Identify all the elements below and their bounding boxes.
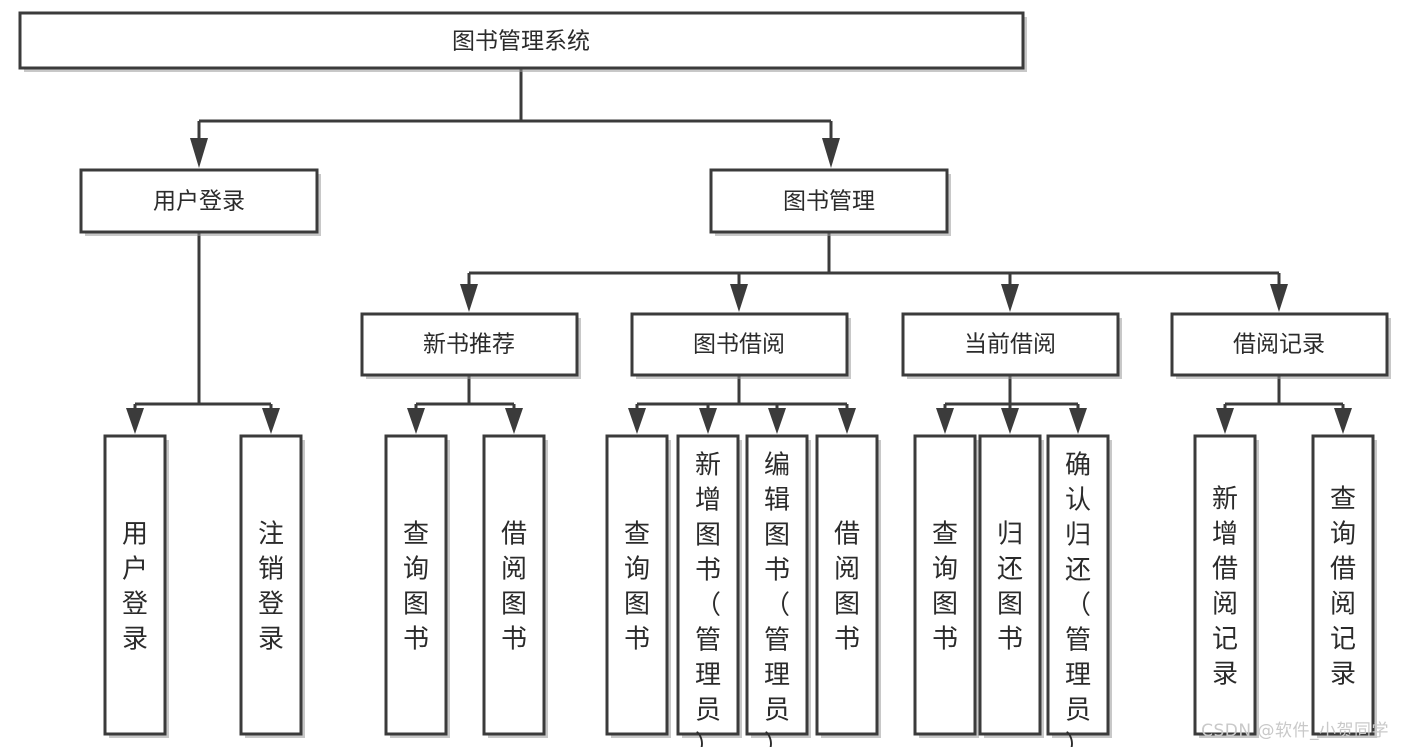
leaf-edit-book[interactable]: 编辑图书（管理员） [745,434,811,747]
leaf-borrow-book-rec-rect [482,434,546,736]
leaf-add-record-label: 新增借阅记录 [1212,484,1238,689]
connector-group-current-borrow [936,375,1087,434]
leaf-add-record[interactable]: 新增借阅记录 [1193,434,1259,738]
node-book-borrow-label: 图书借阅 [693,332,785,358]
leaf-user-login-rect [103,434,167,736]
leaf-query-record[interactable]: 查询借阅记录 [1311,434,1377,738]
node-user-login[interactable]: 用户登录 [79,168,321,236]
node-book-borrow[interactable]: 图书借阅 [630,312,851,379]
connector-group-book-manage [460,232,1288,312]
leaf-borrow-book-bor-label: 借阅图书 [834,519,860,654]
leaf-edit-book-rect [745,434,809,736]
arrow-head-leaf-edit-book [768,408,786,434]
leaf-confirm-return[interactable]: 确认归还（管理员） [1046,434,1112,747]
leaf-query-book-bor-rect [605,434,669,736]
leaf-return-book-rect [978,434,1042,736]
node-user-login-rect [79,168,319,234]
connector-group-user-login [126,232,280,434]
leaf-logout-label: 注销登录 [258,519,284,654]
leaf-user-login[interactable]: 用户登录 [103,434,169,738]
node-current-borrow-rect [901,312,1120,377]
arrow-head-new-book-rec [460,284,478,312]
arrow-head-leaf-logout [262,408,280,434]
arrow-head-leaf-confirm-return [1069,408,1087,434]
leaf-logout[interactable]: 注销登录 [239,434,305,738]
leaf-return-book[interactable]: 归还图书 [978,434,1044,738]
connector-group-root [190,68,840,168]
leaf-query-book-cur-label: 查询图书 [932,519,958,654]
leaf-add-record-rect [1193,434,1257,736]
leaf-user-login-label: 用户登录 [122,519,148,654]
node-user-login-label: 用户登录 [153,189,245,215]
node-root-rect [18,11,1025,70]
leaf-query-record-label: 查询借阅记录 [1330,484,1356,689]
leaf-query-book-rec[interactable]: 查询图书 [384,434,450,738]
connector-group-borrow-record [1216,375,1352,434]
arrow-head-leaf-query-book-cur [936,408,954,434]
leaf-add-book-label: 新增图书（管理员） [695,450,721,747]
node-new-book-rec-label: 新书推荐 [423,332,515,358]
node-root-label: 图书管理系统 [452,29,590,55]
arrow-head-leaf-query-book-rec [407,408,425,434]
leaf-query-book-cur-rect [913,434,977,736]
leaf-confirm-return-label: 确认归还（管理员） [1065,450,1091,747]
leaf-confirm-return-rect [1046,434,1110,736]
connector-group-book-borrow [628,375,856,434]
arrow-head-leaf-add-record [1216,408,1234,434]
leaf-query-book-bor-label: 查询图书 [624,519,650,654]
arrow-head-leaf-user-login [126,408,144,434]
leaf-borrow-book-rec[interactable]: 借阅图书 [482,434,548,738]
leaf-edit-book-label: 编辑图书（管理员） [764,450,790,747]
leaf-borrow-book-rec-label: 借阅图书 [501,519,527,654]
leaf-query-book-rec-rect [384,434,448,736]
node-current-borrow[interactable]: 当前借阅 [901,312,1122,379]
node-book-manage-label: 图书管理 [783,189,875,215]
arrow-head-user-login [190,138,208,168]
leaf-logout-rect [239,434,303,736]
node-book-manage[interactable]: 图书管理 [709,168,951,236]
node-borrow-record-label: 借阅记录 [1233,332,1325,358]
arrow-head-leaf-query-book-bor [628,408,646,434]
node-borrow-record[interactable]: 借阅记录 [1170,312,1391,379]
leaf-borrow-book-bor[interactable]: 借阅图书 [815,434,881,738]
arrow-head-leaf-query-record [1334,408,1352,434]
arrow-head-leaf-borrow-book-bor [838,408,856,434]
connector-group-new-book-rec [407,375,523,434]
node-book-borrow-rect [630,312,849,377]
leaf-query-record-rect [1311,434,1375,736]
leaf-borrow-book-bor-rect [815,434,879,736]
arrow-head-current-borrow [1001,284,1019,312]
node-current-borrow-label: 当前借阅 [964,332,1056,358]
leaf-query-book-rec-label: 查询图书 [403,519,429,654]
arrow-head-leaf-return-book [1001,408,1019,434]
leaf-query-book-bor[interactable]: 查询图书 [605,434,671,738]
node-borrow-record-rect [1170,312,1389,377]
arrow-head-book-manage [822,138,840,168]
leaf-node-layer: 用户登录 注销登录 查询图书 借阅图书 查询图书 新增图书（管理员） 编辑图书（管理员） 借阅… [103,434,1377,747]
leaf-add-book[interactable]: 新增图书（管理员） [676,434,742,747]
arrow-head-leaf-add-book [699,408,717,434]
leaf-query-book-cur[interactable]: 查询图书 [913,434,979,738]
node-root[interactable]: 图书管理系统 [18,11,1027,72]
node-new-book-rec[interactable]: 新书推荐 [360,312,581,379]
arrow-head-leaf-borrow-book-rec [505,408,523,434]
leaf-add-book-rect [676,434,740,736]
arrow-head-book-borrow [730,284,748,312]
leaf-return-book-label: 归还图书 [997,519,1023,654]
node-book-manage-rect [709,168,949,234]
node-new-book-rec-rect [360,312,579,377]
arrow-head-borrow-record [1270,284,1288,312]
